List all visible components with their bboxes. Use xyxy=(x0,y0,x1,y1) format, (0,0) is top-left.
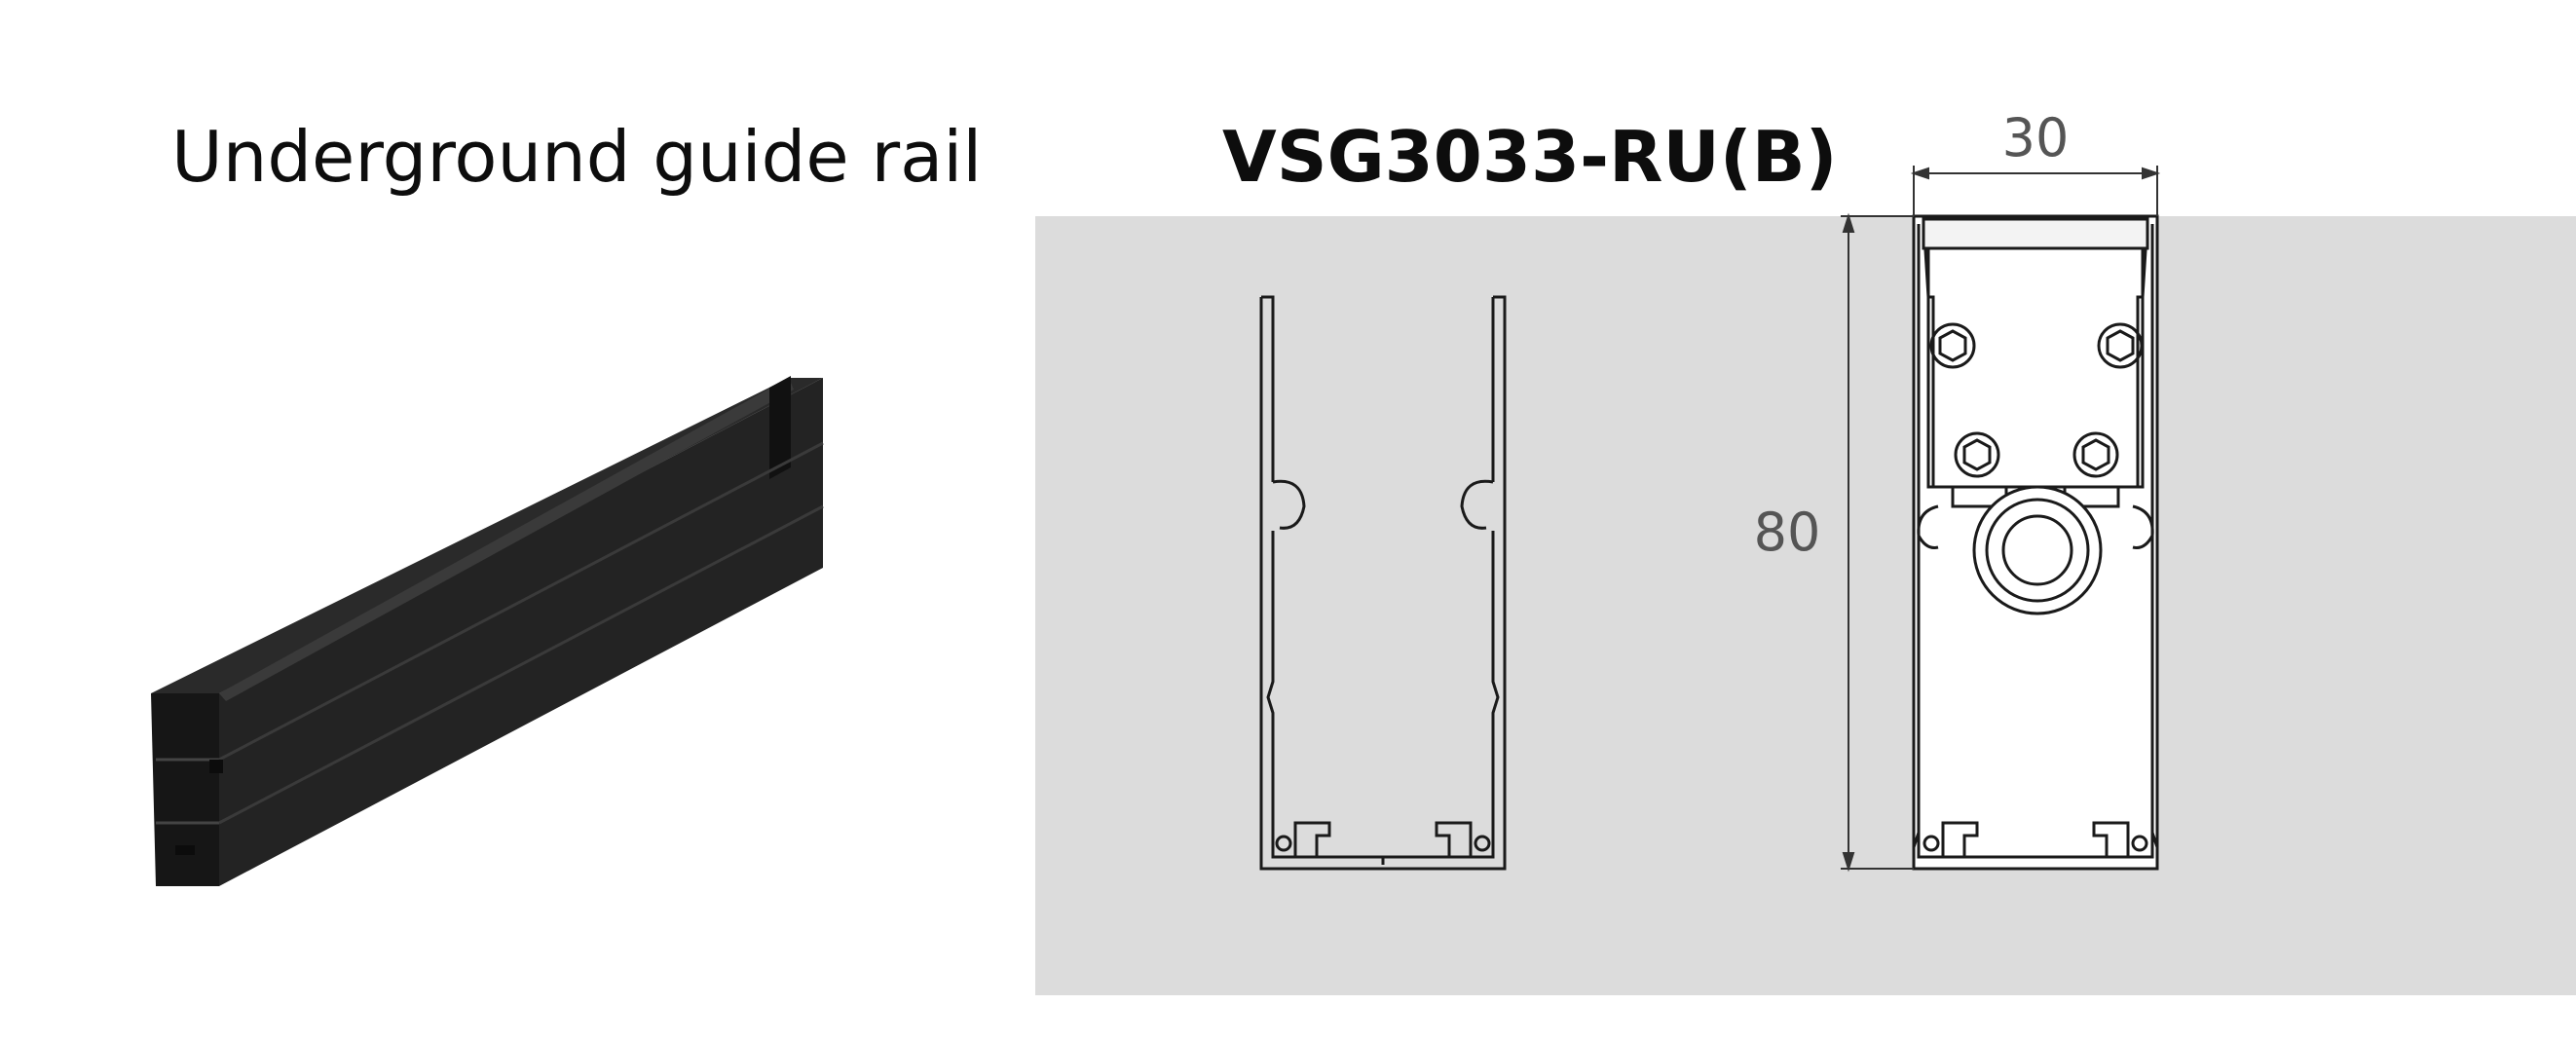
height-dimension xyxy=(1841,212,1914,873)
assembly-section xyxy=(1912,214,2159,871)
model-number: VSG3033-RU(B) xyxy=(1222,116,1838,198)
product-title: Underground guide rail xyxy=(171,116,983,198)
width-dimension xyxy=(1910,166,2161,216)
rail-profile-section xyxy=(1259,295,1507,871)
drawing-panel xyxy=(1035,216,2576,995)
height-dimension-label: 80 xyxy=(1754,502,1821,563)
width-dimension-label: 30 xyxy=(2002,107,2070,168)
rail-3d-render xyxy=(151,376,824,886)
